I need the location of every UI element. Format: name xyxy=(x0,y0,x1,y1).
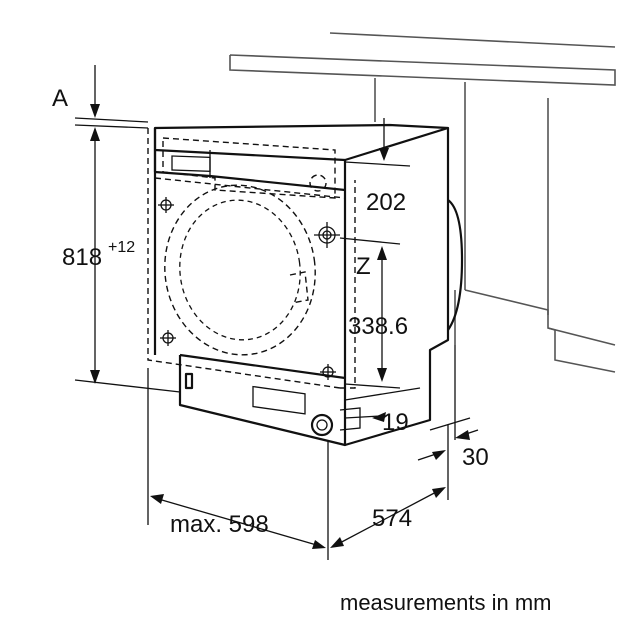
mount-hole-bottom-left xyxy=(160,330,176,346)
mount-hole-top-left xyxy=(158,197,174,213)
label-depth: 574 xyxy=(372,505,412,532)
label-height: 818 xyxy=(62,244,102,271)
dimension-labels: A 818 +12 202 Z 338.6 19 30 max. 598 574… xyxy=(52,85,552,615)
label-z-height: 338.6 xyxy=(348,313,408,340)
mount-hole-bottom-right xyxy=(320,364,336,380)
dimension-lines xyxy=(74,65,479,560)
label-height-tolerance: +12 xyxy=(108,239,135,256)
label-a: A xyxy=(52,85,68,112)
label-width: max. 598 xyxy=(170,511,269,538)
installation-envelope xyxy=(147,128,356,389)
cabinet-outline xyxy=(229,32,616,373)
mount-hole-top-right xyxy=(314,222,340,248)
units-note: measurements in mm xyxy=(340,590,552,615)
label-z: Z xyxy=(356,253,371,280)
washing-machine-body xyxy=(153,123,464,447)
label-top-offset: 202 xyxy=(366,189,406,216)
label-foot-gap: 19 xyxy=(382,409,409,436)
label-rear-gap: 30 xyxy=(462,444,489,471)
